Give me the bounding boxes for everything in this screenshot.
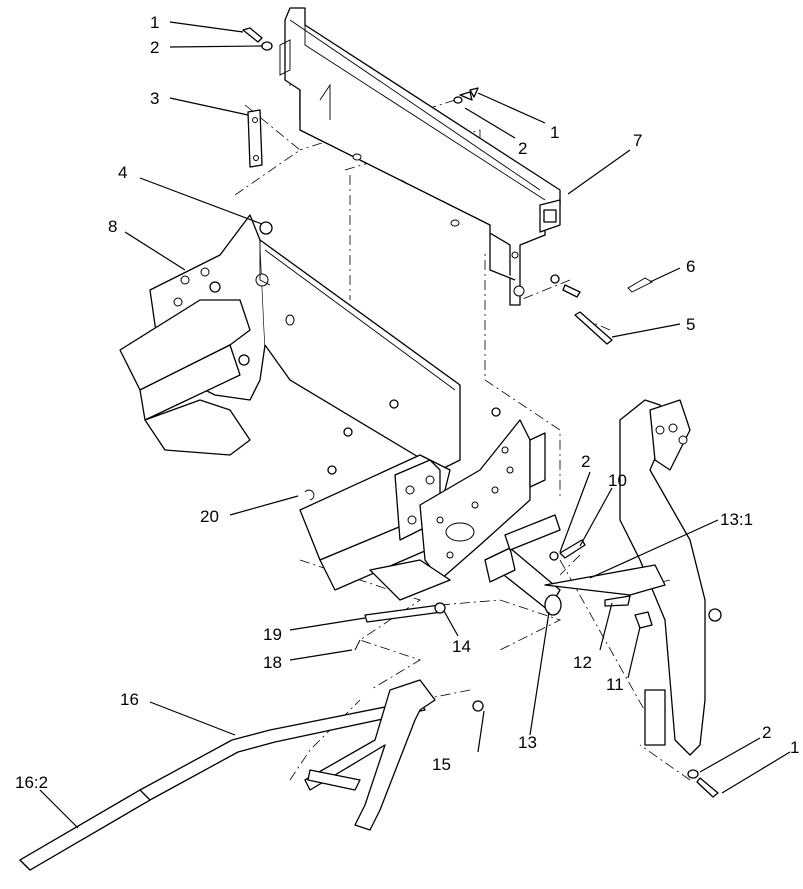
callout-14: 14 (452, 637, 471, 656)
leader-lines (39, 21, 791, 829)
callout-13-1: 13:1 (720, 510, 753, 529)
callout-2-center: 2 (581, 452, 590, 471)
callout-19: 19 (263, 625, 282, 644)
link-rod-part-19 (354, 602, 446, 651)
callout-3: 3 (150, 89, 159, 108)
bolt-part-1-right (550, 274, 581, 298)
bottom-bolt-hardware (687, 769, 719, 798)
callout-4: 4 (118, 163, 127, 182)
nut-part-4 (259, 221, 273, 235)
callout-1-bottom-right: 1 (790, 738, 799, 757)
bolt-part-10 (549, 539, 586, 561)
callout-8: 8 (108, 217, 117, 236)
lower-frame-assembly (299, 399, 546, 601)
callout-1-top-right: 1 (550, 123, 559, 142)
linkage-parts (544, 564, 666, 629)
callout-6: 6 (686, 257, 695, 276)
hitch-frame-part-7 (279, 7, 561, 306)
callout-7: 7 (633, 131, 642, 150)
callout-12: 12 (573, 653, 592, 672)
strap-part-3 (247, 109, 263, 168)
callout-10: 10 (608, 471, 627, 490)
handle-part-16 (19, 679, 484, 871)
clip-part-6 (627, 277, 653, 293)
deck-frame-part-8 (119, 214, 461, 471)
callout-2-top-left: 2 (150, 38, 159, 57)
snap-ring-part-20 (304, 489, 315, 501)
hitch-tube-part-13 (484, 514, 562, 616)
callout-1-top-left: 1 (150, 13, 159, 32)
callout-16-2: 16:2 (15, 773, 48, 792)
callout-labels: 1 2 3 1 2 7 4 8 6 5 2 10 13:1 20 19 14 1… (15, 13, 799, 792)
callout-2-top-right: 2 (518, 139, 527, 158)
callout-20: 20 (200, 507, 219, 526)
callout-15: 15 (432, 755, 451, 774)
callout-13: 13 (518, 733, 537, 752)
callout-11: 11 (606, 675, 624, 694)
callout-2-bottom-right: 2 (762, 723, 771, 742)
pin-part-5 (574, 311, 613, 345)
top-bolt-hardware (242, 27, 479, 104)
callout-5: 5 (686, 315, 695, 334)
callout-18: 18 (263, 653, 282, 672)
callout-16: 16 (120, 690, 139, 709)
